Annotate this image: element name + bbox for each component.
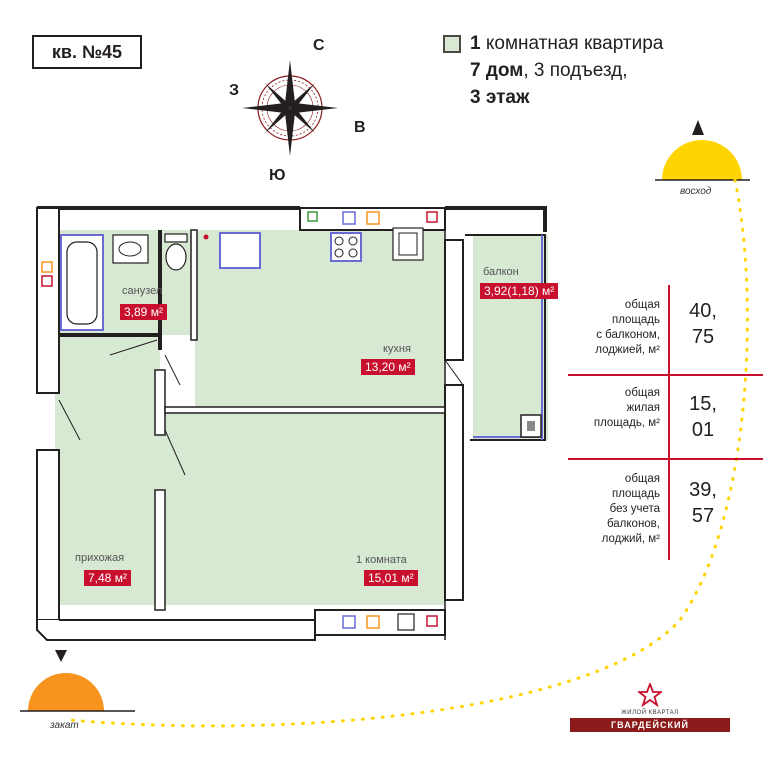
rooms-count: 1	[470, 33, 481, 54]
sunrise-icon	[655, 120, 750, 181]
stats-divider-1	[568, 374, 763, 376]
compass-south-label: Ю	[269, 167, 286, 184]
stat-label-total-without-balcony: общая площадь без учета балконов, лоджий…	[601, 473, 660, 545]
balcony-area-badge: 3,92(1,18) м²	[480, 283, 559, 299]
compass-north-label: С	[313, 38, 325, 54]
hall-area-badge: 7,48 м²	[84, 570, 131, 586]
kitchen-area-badge: 13,20 м²	[361, 359, 415, 375]
logo-title: ГВАРДЕЙСКИЙ	[570, 718, 730, 732]
room-area-badge: 15,01 м²	[364, 570, 418, 586]
balcony-name: балкон	[483, 266, 519, 278]
stat-value-total-with-balcony: 40, 75	[689, 300, 717, 348]
compass-west-label: З	[229, 82, 239, 99]
rooms-text: комнатная квартира	[480, 33, 664, 54]
bathroom-area-badge: 3,89 м²	[120, 304, 167, 320]
room-legend-swatch	[443, 35, 461, 53]
compass-east-label: В	[354, 119, 366, 136]
stat-value-total-without-balcony: 39, 57	[689, 479, 717, 527]
logo-subtitle: ЖИЛОЙ КВАРТАЛ	[621, 710, 679, 716]
floor-number: 3 этаж	[470, 87, 530, 108]
stats-divider-2	[568, 458, 763, 460]
sunset-icon	[20, 650, 135, 712]
bathroom-name: санузел	[122, 285, 163, 297]
sunset-label: закат	[50, 720, 79, 731]
compass-rose-icon: С З В Ю	[229, 38, 366, 184]
floor-plan	[36, 206, 548, 641]
stat-value-living: 15, 01	[689, 393, 717, 441]
stats-vertical-divider	[668, 285, 670, 560]
stat-label-total-with-balcony: общая площадь с балконом, лоджией, м²	[595, 299, 660, 356]
entrance-text: , 3 подъезд,	[523, 60, 628, 81]
star-logo-icon	[638, 683, 662, 707]
hall-area	[55, 335, 160, 605]
building-line: 7 дом, 3 подъезд,	[470, 58, 628, 84]
floor-line: 3 этаж	[470, 85, 529, 111]
sunrise-label: восход	[680, 186, 712, 197]
house-number: 7 дом	[470, 60, 524, 81]
hall-name: прихожая	[75, 552, 125, 564]
balcony-area	[473, 235, 548, 440]
apartment-number-badge: кв. №45	[32, 35, 142, 69]
room-name: 1 комната	[356, 554, 407, 566]
stat-label-living: общая жилая площадь, м²	[593, 387, 660, 429]
kitchen-name: кухня	[383, 343, 411, 355]
apartment-type-line: 1 комнатная квартира	[470, 31, 663, 57]
